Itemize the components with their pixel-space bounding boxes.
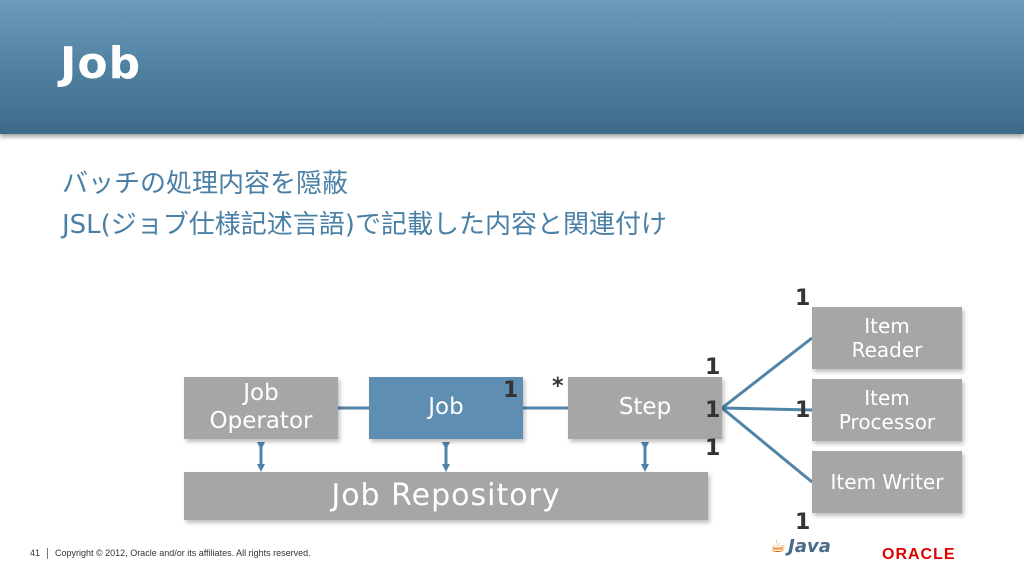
oracle-logo: ORACLE	[882, 546, 956, 563]
job-label: Job	[428, 394, 464, 421]
item-processor-box: Item Processor	[812, 379, 962, 441]
job-operator-label: Job Operator	[209, 380, 313, 434]
java-logo-text: Java	[788, 536, 831, 557]
step-reader-link	[721, 336, 813, 410]
java-cup-icon: ☕	[770, 536, 787, 557]
mult-job-step-many: *	[552, 374, 564, 399]
job-repository-label: Job Repository	[331, 478, 561, 513]
mult-job-step-one: 1	[503, 378, 519, 403]
step-writer-link	[721, 406, 813, 484]
step-label: Step	[618, 394, 672, 421]
job-repository-box: Job Repository	[184, 472, 708, 520]
step-processor-link	[721, 406, 813, 412]
page-number: 41	[30, 548, 41, 558]
slide-title: Job	[60, 38, 142, 89]
item-writer-box: Item Writer	[812, 451, 962, 513]
job-box: Job	[369, 377, 523, 439]
copyright-text: Copyright © 2012, Oracle and/or its affi…	[55, 548, 311, 558]
job-operator-box: Job Operator	[184, 377, 338, 439]
step-box: Step	[568, 377, 722, 439]
mult-processor-end: 1	[795, 398, 811, 423]
slide-footer: 41 Copyright © 2012, Oracle and/or its af…	[30, 548, 311, 560]
java-logo: ☕Java	[770, 536, 831, 557]
footer-separator	[47, 548, 49, 560]
item-reader-label: Item Reader	[851, 314, 923, 362]
item-reader-box: Item Reader	[812, 307, 962, 369]
item-processor-label: Item Processor	[838, 386, 936, 434]
mult-step-writer: 1	[705, 436, 721, 461]
mult-step-processor: 1	[705, 398, 721, 423]
bullet-2: JSL(ジョブ仕様記述言語)で記載した内容と関連付け	[62, 210, 667, 240]
mult-step-reader: 1	[705, 355, 721, 380]
item-writer-label: Item Writer	[830, 470, 944, 494]
mult-reader-end: 1	[795, 286, 811, 311]
slide-header: Job	[0, 0, 1024, 134]
bullet-1: バッチの処理内容を隠蔽	[62, 169, 349, 199]
mult-writer-end: 1	[795, 510, 811, 535]
